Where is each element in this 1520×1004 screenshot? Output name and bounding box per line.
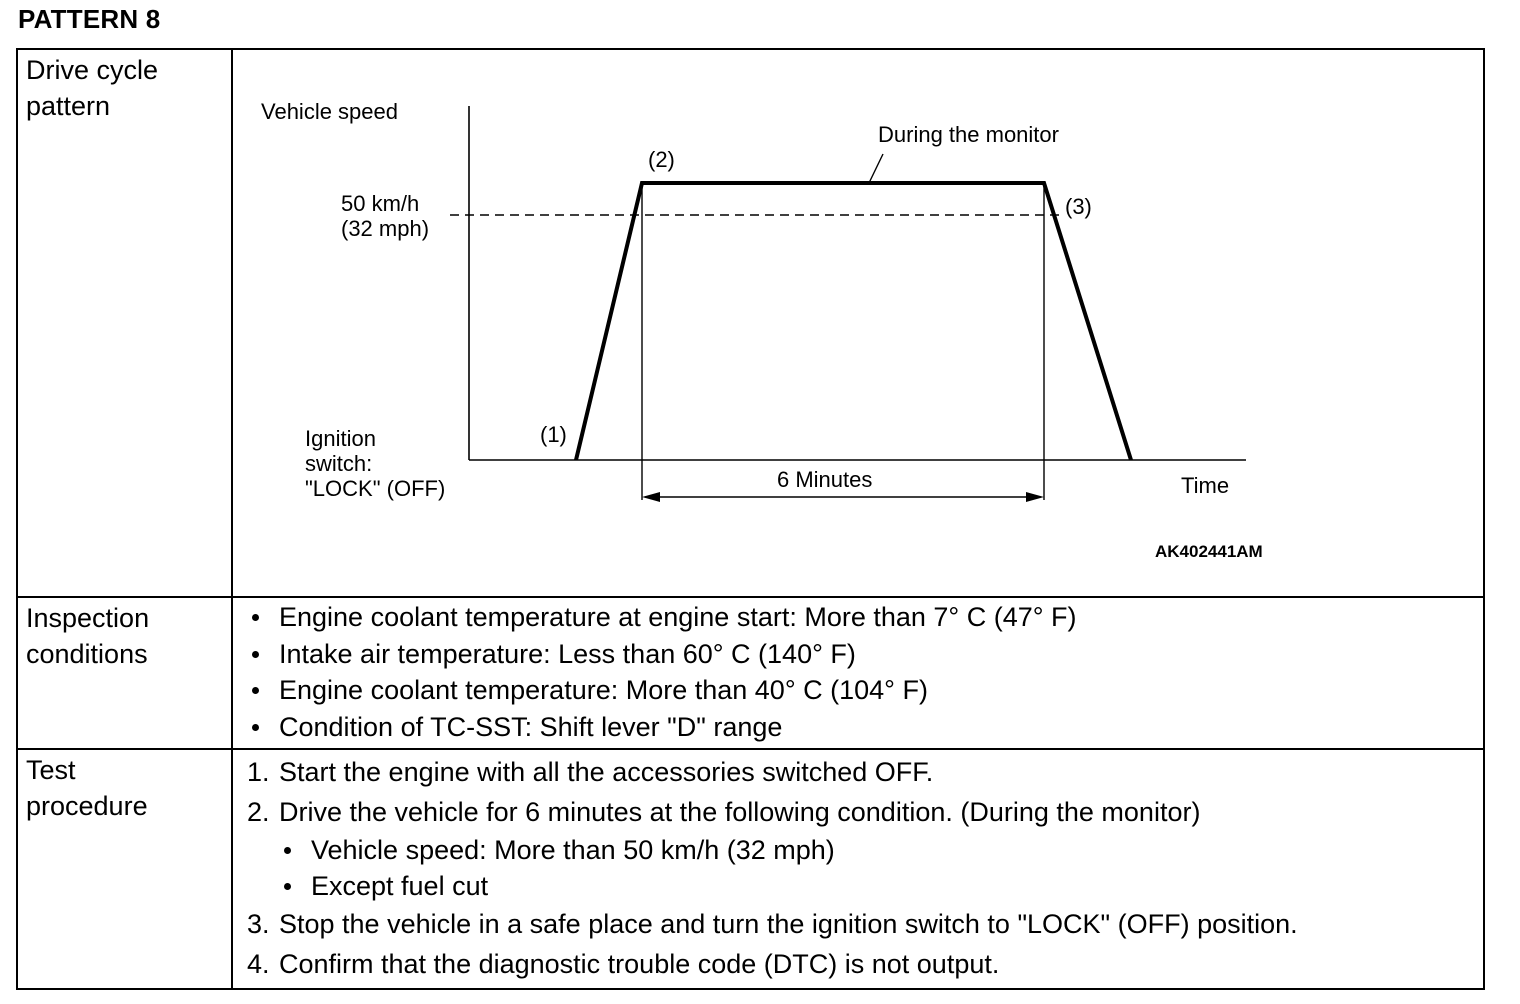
procedure-step-1: 1. Start the engine with all the accesso… [247,752,1483,792]
duration-label: 6 Minutes [777,467,872,492]
inspection-row: Inspection conditions Engine coolant tem… [16,596,1485,750]
speed-label-line2: (32 mph) [341,216,429,241]
page-title: PATTERN 8 [18,4,161,34]
step-text: Confirm that the diagnostic trouble code… [279,949,1000,979]
ignition-label-line3: "LOCK" (OFF) [305,476,445,501]
point-2-label: (2) [648,147,675,172]
drive-cycle-label: Drive cycle pattern [16,48,233,598]
test-procedure-cell: 1. Start the engine with all the accesso… [231,748,1485,990]
duration-arrow-right-head [1026,492,1044,502]
drive-cycle-row: Drive cycle pattern [16,48,1485,598]
list-item: Intake air temperature: Less than 60° C … [247,636,1483,673]
step-number: 2. [247,797,270,827]
list-item: Engine coolant temperature at engine sta… [247,599,1483,636]
monitor-leader-line [868,153,884,184]
point-3-label: (3) [1065,194,1092,219]
point-1-label: (1) [540,422,567,447]
spec-table: Drive cycle pattern [16,48,1485,990]
drive-cycle-label-line1: Drive cycle [26,55,159,85]
list-item: Engine coolant temperature: More than 40… [247,672,1483,709]
ignition-label-line2: switch: [305,451,372,476]
test-procedure-row: Test procedure 1. Start the engine with … [16,748,1485,990]
test-procedure-label-line1: Test [26,755,76,785]
figure-code: AK402441AM [1155,542,1263,561]
speed-profile-line [574,181,1133,461]
list-item: Vehicle speed: More than 50 km/h (32 mph… [279,832,1483,868]
procedure-step-3: 3. Stop the vehicle in a safe place and … [247,904,1483,944]
inspection-label: Inspection conditions [16,596,233,750]
inspection-label-line1: Inspection [26,603,150,633]
inspection-label-line2: conditions [26,639,148,669]
monitor-label: During the monitor [878,122,1059,147]
test-procedure-steps: 1. Start the engine with all the accesso… [233,750,1483,984]
step-number: 1. [247,757,270,787]
inspection-conditions-list: Engine coolant temperature at engine sta… [233,598,1483,745]
x-axis-label: Time [1181,473,1229,498]
step-text: Drive the vehicle for 6 minutes at the f… [279,797,1201,827]
list-item: Condition of TC-SST: Shift lever "D" ran… [247,709,1483,746]
ignition-label-line1: Ignition [305,426,376,451]
procedure-step-2-subconditions: Vehicle speed: More than 50 km/h (32 mph… [247,832,1483,904]
test-procedure-label-line2: procedure [26,791,148,821]
drive-cycle-diagram: Vehicle speed 50 km/h (32 mph) Ignition … [261,99,1263,561]
procedure-step-4: 4. Confirm that the diagnostic trouble c… [247,944,1483,984]
step-text: Start the engine with all the accessorie… [279,757,934,787]
step-text: Stop the vehicle in a safe place and tur… [279,909,1298,939]
procedure-step-2: 2. Drive the vehicle for 6 minutes at th… [247,792,1483,832]
test-procedure-label: Test procedure [16,748,233,990]
step-2-condition-list: Vehicle speed: More than 50 km/h (32 mph… [247,832,1483,904]
step-number: 3. [247,909,270,939]
y-axis-label: Vehicle speed [261,99,398,124]
step-number: 4. [247,949,270,979]
drive-cycle-label-line2: pattern [26,91,111,121]
speed-label-line1: 50 km/h [341,191,419,216]
list-item: Except fuel cut [279,868,1483,904]
duration-arrow-left-head [642,492,660,502]
drive-cycle-diagram-cell: Vehicle speed 50 km/h (32 mph) Ignition … [231,48,1485,598]
inspection-conditions-cell: Engine coolant temperature at engine sta… [231,596,1485,750]
